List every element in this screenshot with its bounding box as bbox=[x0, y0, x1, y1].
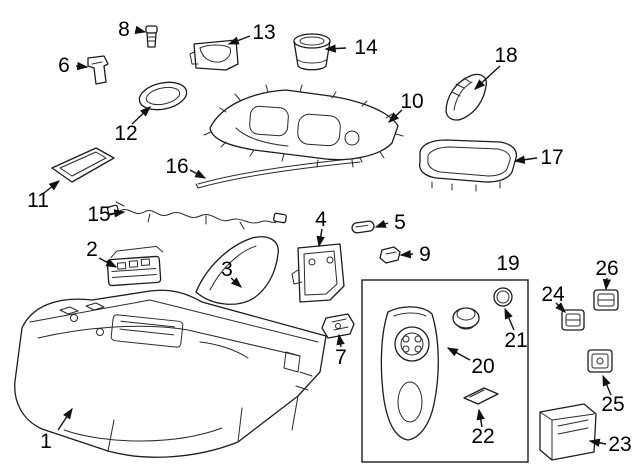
callout-labels: 1 2 3 4 5 6 7 8 9 10 11 12 13 14 15 16 1… bbox=[27, 18, 632, 456]
part-floor-mat bbox=[51, 147, 115, 183]
callout-20: 20 bbox=[471, 355, 494, 378]
callout-3: 3 bbox=[221, 258, 233, 281]
part-knob-fastener bbox=[379, 246, 401, 264]
part-storage-pocket bbox=[539, 403, 597, 461]
part-shifter-bezel bbox=[380, 306, 439, 441]
part-bracket-clip bbox=[87, 55, 109, 85]
part-control-module bbox=[106, 245, 164, 287]
callout-1: 1 bbox=[40, 430, 52, 453]
callout-13: 13 bbox=[252, 21, 275, 44]
callout-2: 2 bbox=[86, 238, 98, 261]
callout-5: 5 bbox=[394, 211, 406, 234]
callout-18: 18 bbox=[494, 44, 517, 67]
part-armrest-lid bbox=[418, 139, 518, 192]
part-switch-26 bbox=[593, 289, 619, 311]
part-latch bbox=[321, 313, 355, 339]
part-oval-bezel bbox=[138, 81, 188, 111]
callout-16: 16 bbox=[165, 155, 188, 178]
part-shift-knob bbox=[452, 307, 480, 330]
callout-25: 25 bbox=[601, 393, 624, 416]
part-trim-strip bbox=[195, 157, 363, 189]
callout-19: 19 bbox=[496, 252, 519, 275]
part-console-body bbox=[14, 289, 327, 458]
reference-box-19 bbox=[361, 279, 529, 463]
callout-9: 9 bbox=[419, 243, 431, 266]
part-top-trim-panel bbox=[203, 84, 404, 168]
callout-6: 6 bbox=[58, 54, 70, 77]
part-wiring-harness bbox=[106, 201, 287, 230]
callout-8: 8 bbox=[118, 18, 130, 41]
callout-7: 7 bbox=[335, 346, 347, 369]
part-small-pad bbox=[463, 387, 499, 405]
part-cupholder-insert bbox=[189, 39, 239, 71]
part-retaining-ring bbox=[493, 287, 513, 307]
part-side-trim bbox=[445, 73, 487, 121]
callout-12: 12 bbox=[114, 122, 137, 145]
callout-11: 11 bbox=[27, 189, 49, 212]
part-fastener-pin bbox=[145, 25, 158, 48]
callout-14: 14 bbox=[354, 36, 378, 59]
callout-26: 26 bbox=[595, 257, 618, 280]
leader-lines bbox=[43, 25, 612, 447]
part-cup-liner bbox=[293, 33, 331, 71]
callout-22: 22 bbox=[471, 425, 494, 448]
part-clip-capsule bbox=[351, 220, 375, 234]
callout-4: 4 bbox=[315, 208, 327, 231]
callout-21: 21 bbox=[504, 329, 527, 352]
callout-10: 10 bbox=[400, 90, 423, 113]
part-insulator-mat bbox=[195, 236, 279, 305]
part-rear-bracket bbox=[291, 243, 345, 303]
part-switch-25 bbox=[587, 349, 613, 373]
callout-24: 24 bbox=[541, 283, 565, 306]
part-switch-24 bbox=[561, 309, 585, 331]
callout-23: 23 bbox=[608, 433, 631, 456]
callout-15: 15 bbox=[87, 203, 110, 226]
callout-17: 17 bbox=[540, 146, 563, 169]
